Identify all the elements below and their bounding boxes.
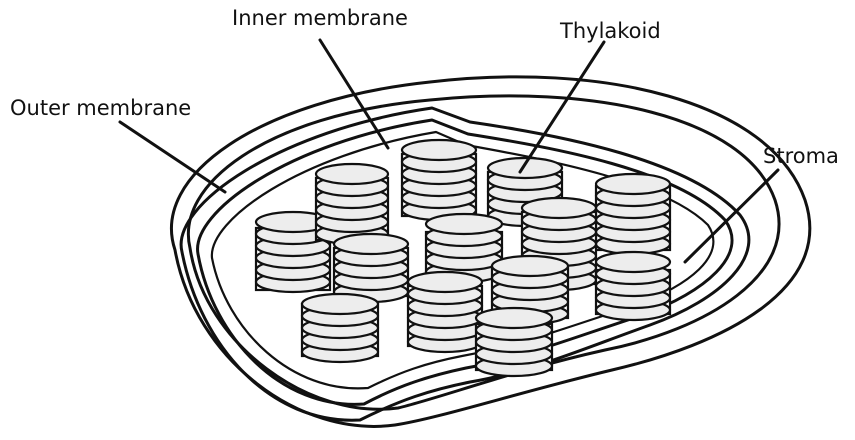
thylakoid-label: Thylakoid	[559, 19, 661, 43]
granum-2	[316, 164, 388, 244]
granum-9	[596, 252, 670, 320]
granum-13	[476, 308, 552, 376]
outer-membrane-leader	[120, 122, 225, 192]
granum-11	[408, 272, 482, 352]
inner-membrane-label: Inner membrane	[232, 6, 408, 30]
granum-3	[402, 140, 476, 220]
granum-12	[302, 294, 378, 362]
granum-5	[596, 174, 670, 254]
stroma-label: Stroma	[763, 144, 839, 168]
outer-membrane-label: Outer membrane	[10, 96, 191, 120]
granum-8	[334, 234, 408, 302]
